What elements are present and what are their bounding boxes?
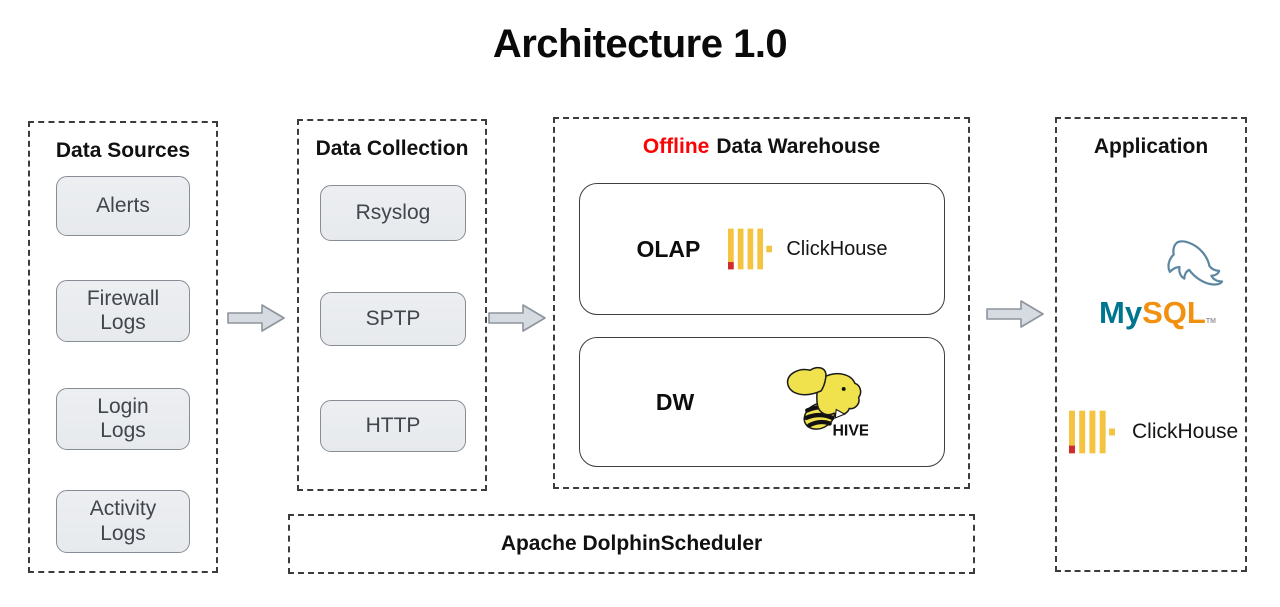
hive-logo-icon: HIVE — [787, 366, 869, 440]
clickhouse-logo-icon — [728, 228, 773, 270]
arrow-right-icon — [227, 304, 285, 332]
collector-item-rsyslog: Rsyslog — [320, 185, 466, 241]
clickhouse-logo-icon — [1069, 410, 1115, 454]
data-source-item-activity-logs: Activity Logs — [56, 490, 190, 553]
mysql-logo: MySQLTM — [1099, 239, 1224, 328]
panel-data-sources-title: Data Sources — [55, 139, 191, 162]
arrow-right-icon — [488, 304, 546, 332]
dw-box: DW HIVE — [579, 337, 945, 467]
panel-data-sources: Data Sources Alerts Firewall Logs Login … — [28, 121, 218, 573]
collector-item-http: HTTP — [320, 400, 466, 452]
mysql-trademark: TM — [1205, 318, 1216, 325]
clickhouse-wordmark: ClickHouse — [1132, 420, 1239, 443]
clickhouse-logo: ClickHouse — [1069, 405, 1238, 459]
data-source-item-login-logs: Login Logs — [56, 388, 190, 450]
mysql-dolphin-icon — [1167, 240, 1224, 286]
data-source-item-firewall-logs: Firewall Logs — [56, 280, 190, 342]
panel-application: Application MySQLTM ClickHouse — [1055, 117, 1247, 572]
olap-box: OLAP ClickHouse — [579, 183, 945, 315]
offline-highlight: Offline — [642, 135, 710, 158]
panel-data-collection-title: Data Collection — [315, 137, 469, 160]
data-source-item-alerts: Alerts — [56, 176, 190, 236]
hive-wordmark: HIVE — [833, 423, 869, 440]
panel-data-collection: Data Collection Rsyslog SPTP HTTP — [297, 119, 487, 491]
scheduler-title: Apache DolphinScheduler — [500, 532, 763, 555]
collector-item-sptp: SPTP — [320, 292, 466, 346]
panel-offline-dw-title: Offline Data Warehouse — [555, 135, 968, 159]
page-title: Architecture 1.0 — [492, 22, 788, 66]
dw-title-rest: Data Warehouse — [716, 135, 881, 158]
mysql-wordmark-sql: SQL — [1142, 295, 1206, 330]
mysql-wordmark-my: My — [1099, 295, 1143, 330]
clickhouse-wordmark: ClickHouse — [786, 237, 888, 260]
olap-label: OLAP — [636, 235, 701, 262]
panel-application-title: Application — [1093, 135, 1209, 158]
panel-scheduler: Apache DolphinScheduler — [288, 514, 975, 574]
mysql-wordmark: MySQLTM — [1099, 297, 1221, 328]
arrow-right-icon — [986, 300, 1044, 328]
dw-label: DW — [655, 388, 695, 415]
panel-offline-data-warehouse: Offline Data Warehouse OLAP ClickHouse DW — [553, 117, 970, 489]
